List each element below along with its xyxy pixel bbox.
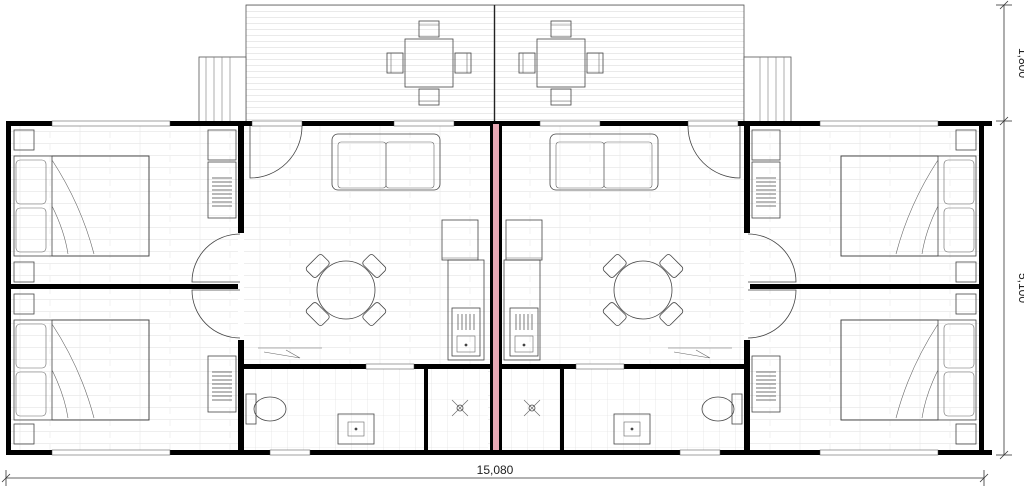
doors [191, 125, 797, 340]
deck-steps-right [743, 56, 792, 123]
right-unit [503, 129, 977, 445]
deck-steps-left [198, 56, 247, 123]
deck [198, 4, 792, 123]
dimension-deck-depth: 1,800 [1016, 48, 1024, 78]
dimension-building-depth: 5,100 [1016, 273, 1024, 303]
left-unit [13, 129, 485, 445]
dimension-total-width: 15,080 [477, 463, 514, 477]
walls [6, 120, 992, 456]
